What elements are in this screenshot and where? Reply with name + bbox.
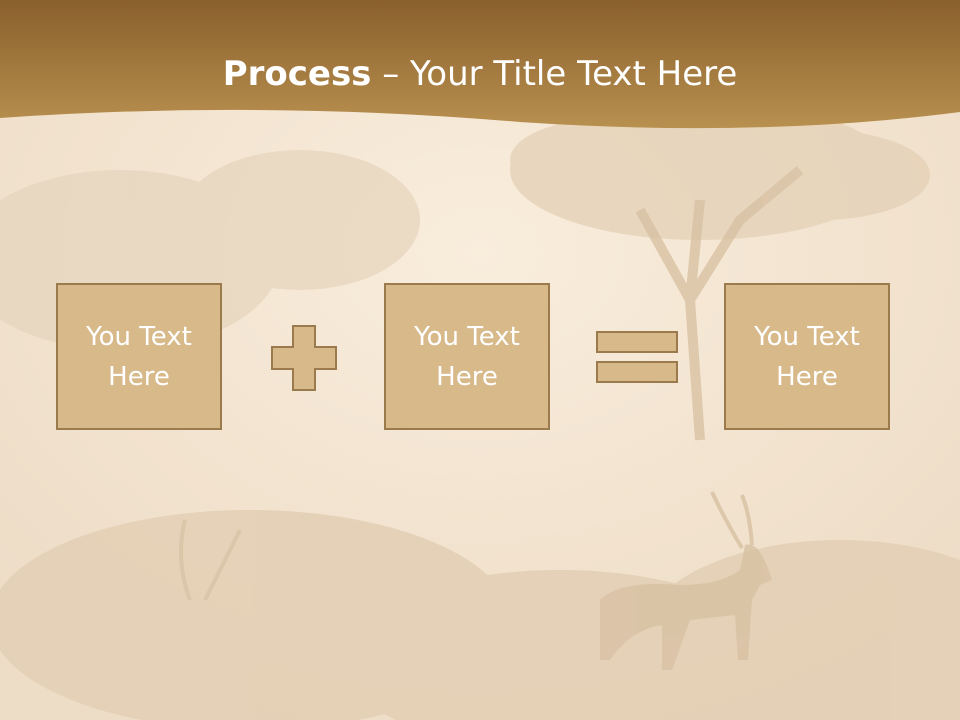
plus-icon [271,325,337,391]
process-box-3-text: You Text Here [754,321,860,392]
process-box-2-text: You Text Here [414,321,520,392]
header-band [0,0,960,129]
process-box-3: You Text Here [724,283,890,430]
process-box-1-text: You Text Here [86,321,192,392]
equals-icon [596,331,678,383]
process-box-2: You Text Here [384,283,550,430]
title-rest-text: – Your Title Text Here [371,54,738,94]
title-bold-text: Process [222,54,372,94]
process-box-1: You Text Here [56,283,222,430]
slide-title: Process – Your Title Text Here [0,52,960,96]
